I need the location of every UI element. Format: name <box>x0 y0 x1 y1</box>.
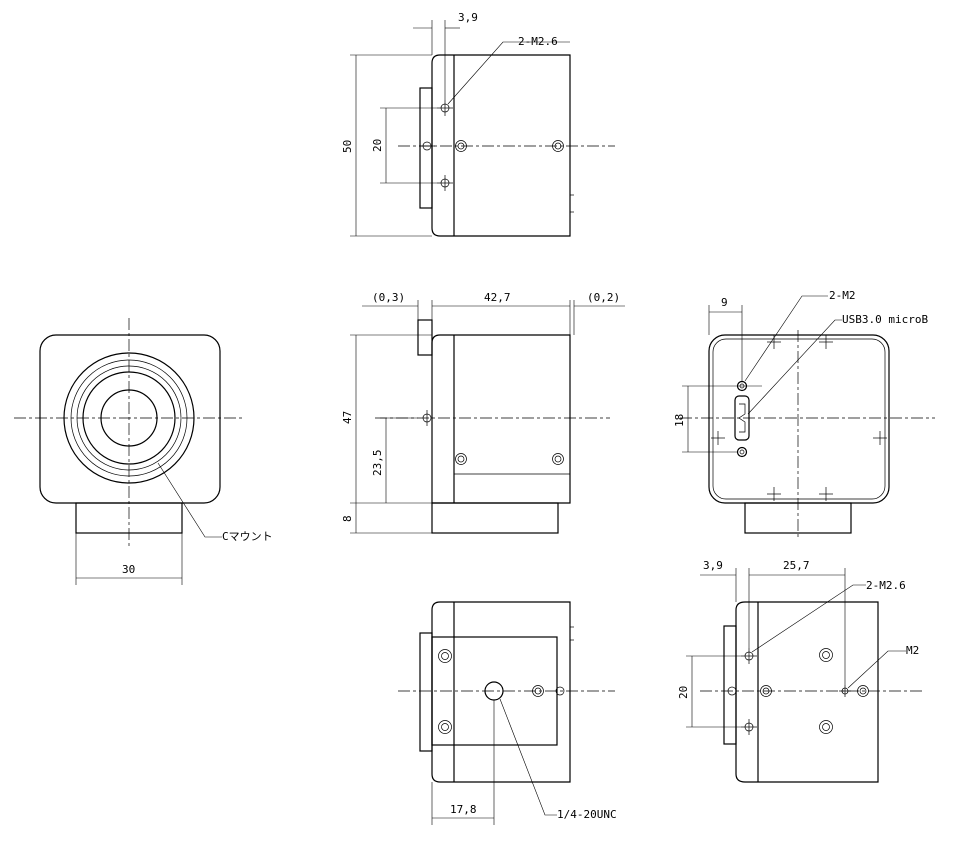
rear-view: 9 18 2-M2 USB3.0 microB <box>673 289 935 540</box>
mark-br <box>819 487 833 501</box>
screw-head-bottom-tl <box>438 649 452 663</box>
mark-l <box>711 431 725 445</box>
top-view: 3,9 50 20 2-M2.6 <box>341 11 615 237</box>
screw-hole-rear-bottom <box>736 446 748 458</box>
dim-rear-height: 18 <box>673 414 686 427</box>
note-top-holes: 2-M2.6 <box>518 35 558 48</box>
dim-bottom-offset: 17,8 <box>450 803 477 816</box>
note-rear-holes: 2-M2 <box>829 289 856 302</box>
dim-lens-width: 30 <box>122 563 135 576</box>
screw-head-front <box>455 140 467 152</box>
note-side-m2: M2 <box>906 644 919 657</box>
screw-head-bottom-bl <box>438 720 452 734</box>
dim-side-width: 25,7 <box>783 559 810 572</box>
note-usb: USB3.0 microB <box>842 313 928 326</box>
dim-top-holes: 20 <box>371 139 384 152</box>
dim-side-holes: 20 <box>677 686 690 699</box>
mark-bl <box>767 487 781 501</box>
side-screw-top <box>819 648 833 662</box>
screw-hole-bottom-far <box>555 686 565 696</box>
dim-top-height: 50 <box>341 140 354 153</box>
screw-head-bottom-r <box>532 685 544 697</box>
side-hole-top <box>741 648 757 664</box>
side-hole-left <box>727 686 737 696</box>
screw-head-front-a <box>455 453 467 465</box>
dim-front-width: 42,7 <box>484 291 511 304</box>
note-thread: 1/4-20UNC <box>557 808 617 821</box>
dim-front-foot: 8 <box>341 515 354 522</box>
dim-top-width: 3,9 <box>458 11 478 24</box>
screw-hole-top <box>437 100 453 116</box>
mark-tr <box>819 335 833 349</box>
mark-tl <box>767 335 781 349</box>
side-view: 3,9 25,7 20 2-M2.6 M2 <box>677 559 922 783</box>
dim-side-left: 3,9 <box>703 559 723 572</box>
dim-front-right: (0,2) <box>587 291 620 304</box>
screw-hole-left <box>419 141 435 151</box>
lens-view: 30 Cマウント <box>14 318 273 585</box>
note-c-mount: Cマウント <box>222 530 273 543</box>
side-screw-right <box>857 685 869 697</box>
mark-r <box>873 431 887 445</box>
usb-port <box>734 395 750 441</box>
side-screw-bottom <box>819 720 833 734</box>
screw-hole-bottom <box>437 175 453 191</box>
dim-rear-offset: 9 <box>721 296 728 309</box>
dim-front-height: 47 <box>341 411 354 424</box>
screw-head-front-b <box>552 453 564 465</box>
side-screw-a <box>760 685 772 697</box>
screw-head-rear <box>552 140 564 152</box>
note-side-holes: 2-M2.6 <box>866 579 906 592</box>
side-hole-m2 <box>839 685 851 697</box>
bottom-view: 17,8 1/4-20UNC <box>398 601 617 825</box>
dim-front-center: 23,5 <box>371 450 384 477</box>
screw-hole-front-left <box>422 410 432 426</box>
front-view: (0,3) 42,7 (0,2) 47 8 23,5 <box>341 291 625 534</box>
side-hole-bottom <box>741 719 757 735</box>
dim-front-left: (0,3) <box>372 291 405 304</box>
